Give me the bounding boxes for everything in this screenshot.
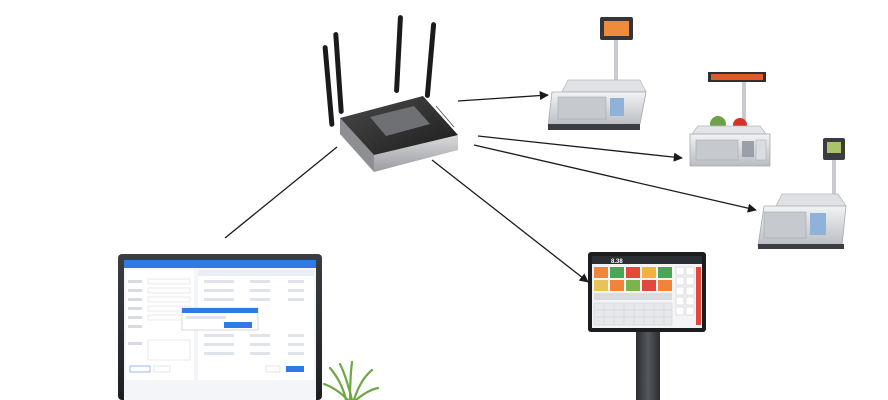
- scale-platter: [775, 193, 847, 207]
- router-antenna: [333, 32, 344, 114]
- router-brand-mark: [437, 138, 451, 145]
- label-scale-middle: [689, 72, 771, 167]
- label-scale-top: [547, 17, 647, 130]
- scale-platter: [691, 125, 767, 135]
- app-dialog: [181, 307, 259, 331]
- scale-keypad: [557, 96, 607, 120]
- link-router-scale-middle: [477, 135, 683, 162]
- router-top-panel: [370, 106, 430, 136]
- router-antenna: [394, 15, 403, 93]
- scale-keypad: [763, 211, 807, 239]
- link-router-scale-right: [473, 144, 757, 213]
- link-monitor-router: [224, 146, 338, 239]
- link-router-scale-top: [457, 91, 549, 102]
- pos-pole: [636, 330, 660, 400]
- pos-terminal: 8.38: [588, 252, 706, 400]
- wifi-router-icon: [322, 15, 458, 172]
- app-titlebar: [124, 260, 316, 268]
- desktop-monitor: [118, 254, 322, 400]
- connector-lines: [224, 91, 757, 283]
- pos-keypad: [675, 266, 695, 316]
- scale-pole: [742, 82, 746, 120]
- label-scale-right: [757, 138, 847, 249]
- router-body-side: [340, 118, 374, 172]
- scale-keypad: [695, 139, 739, 161]
- pos-keyboard: [593, 302, 673, 326]
- link-router-pos: [431, 159, 589, 283]
- pos-product-tiles: [594, 267, 672, 300]
- router-body-front: [374, 135, 458, 172]
- router-antenna: [424, 22, 437, 98]
- pos-total: 8.38: [611, 259, 623, 265]
- router-antenna: [322, 45, 335, 127]
- plant-icon: [322, 360, 380, 400]
- scale-pole: [614, 40, 618, 86]
- scale-platter: [561, 79, 647, 93]
- scale-pole: [832, 160, 836, 198]
